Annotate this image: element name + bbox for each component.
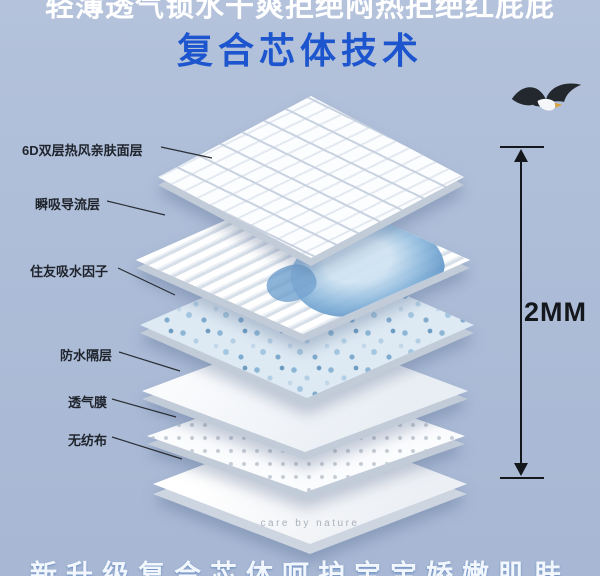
label-top-sheet: 6D双层热风亲肤面层 xyxy=(22,143,143,158)
cropped-top-banner-text: 轻薄透气锁水干爽拒绝闷热拒绝红屁屁 xyxy=(44,0,555,23)
brand-watermark: care by nature xyxy=(260,518,360,529)
label-diversion-layer: 瞬吸导流层 xyxy=(35,197,101,212)
label-breathable-film: 透气膜 xyxy=(68,395,108,410)
label-waterproof-layer: 防水隔层 xyxy=(60,348,113,363)
page-title: 复合芯体技术 xyxy=(176,30,423,71)
thickness-value: 2MM xyxy=(524,297,587,327)
cropped-bottom-banner-text: 新升级复合芯体呵护宝宝娇嫩肌肤 xyxy=(30,560,570,576)
quilted-topsheet-surface xyxy=(158,96,464,258)
seagull-icon xyxy=(511,83,582,111)
label-nonwoven-fabric: 无纺布 xyxy=(68,433,108,448)
layer-top-sheet xyxy=(158,96,464,266)
label-sap-absorbent: 住友吸水因子 xyxy=(30,264,109,279)
